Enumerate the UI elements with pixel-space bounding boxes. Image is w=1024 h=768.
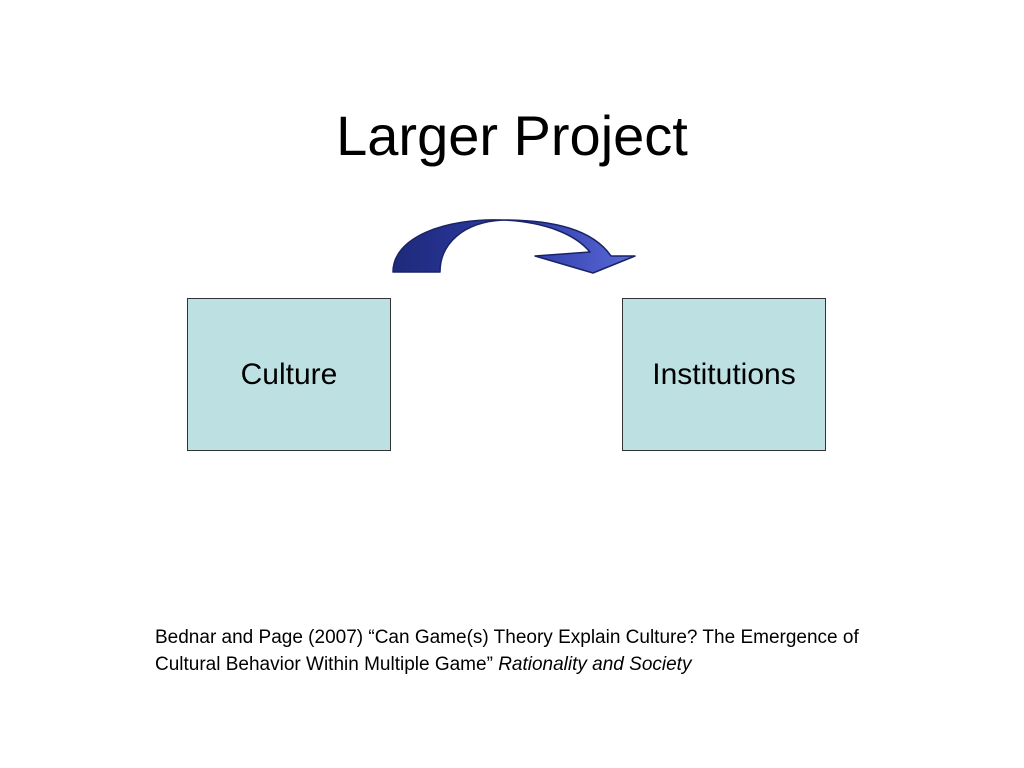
institutions-label: Institutions [652,357,796,391]
culture-box: Culture [187,298,391,451]
culture-label: Culture [240,357,338,391]
institutions-box: Institutions [622,298,826,451]
curved-arrow-body [392,219,636,274]
citation-journal: Rationality and Society [498,654,692,675]
slide-title: Larger Project [336,104,688,167]
curved-arrow-icon [392,219,636,274]
citation-text: Bednar and Page (2007) “Can Game(s) Theo… [155,627,859,675]
citation: Bednar and Page (2007) “Can Game(s) Theo… [155,624,895,678]
